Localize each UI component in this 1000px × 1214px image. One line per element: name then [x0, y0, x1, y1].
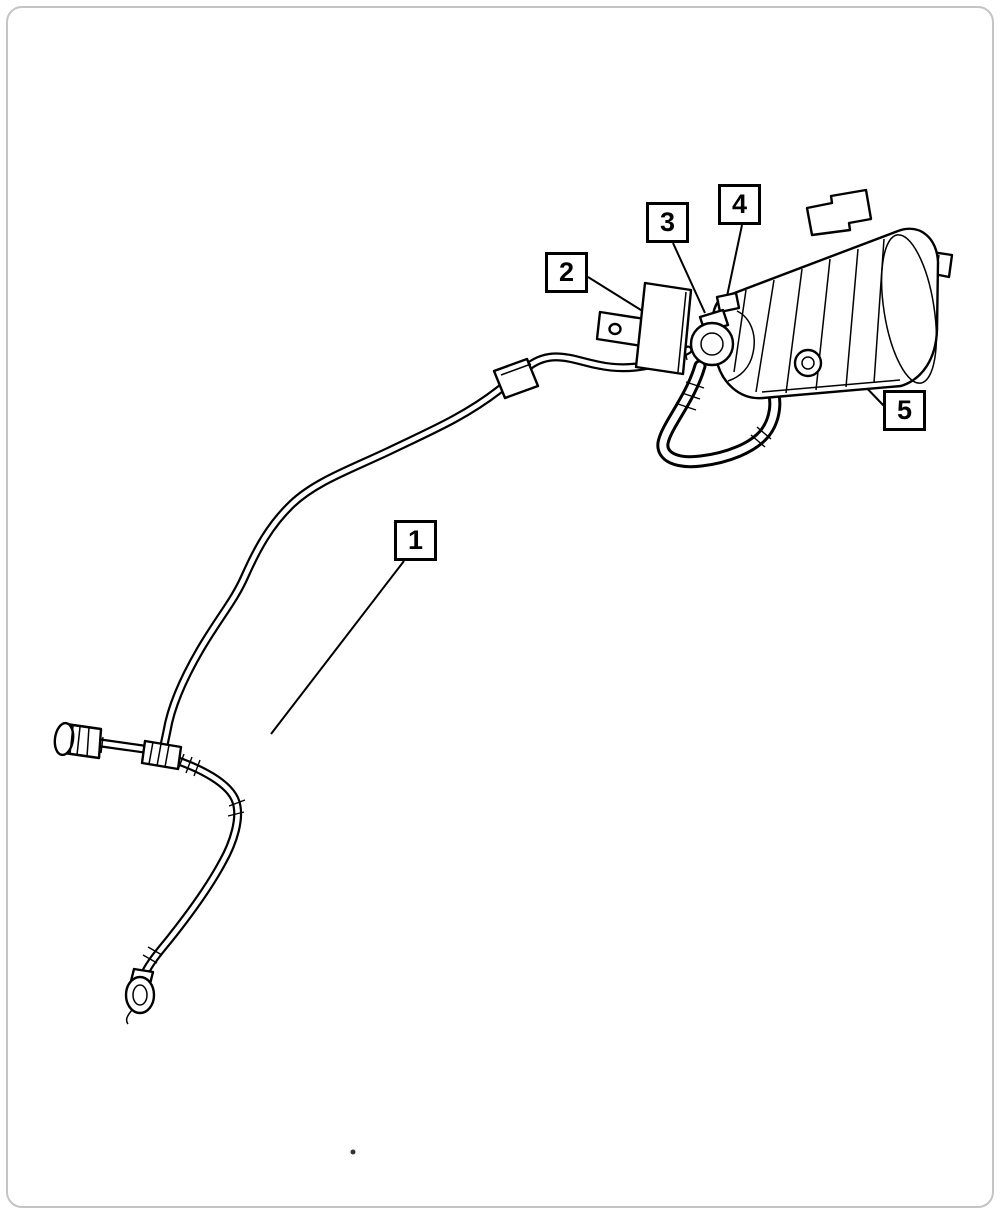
bottom-quick-connector [124, 967, 156, 1025]
leader-line-2 [587, 276, 650, 316]
stray-dot [350, 1149, 356, 1155]
canister-end-cap [880, 234, 938, 384]
callout-2-label: 2 [558, 257, 575, 287]
callout-4: 4 [718, 184, 761, 225]
left-quick-connector [53, 721, 103, 760]
purge-valve [689, 291, 741, 367]
clip-body [492, 357, 540, 400]
vapor-purge-line [89, 341, 693, 978]
callout-1: 1 [394, 520, 437, 561]
bracket-plate [634, 281, 693, 376]
callout-3-label: 3 [659, 207, 676, 237]
callout-5-label: 5 [896, 395, 913, 425]
line-clip [492, 357, 540, 400]
callout-1-label: 1 [407, 525, 424, 555]
callout-5: 5 [883, 390, 926, 431]
leader-line-4 [725, 224, 743, 302]
leader-line-1 [270, 560, 405, 735]
canister-drain-port [793, 348, 823, 378]
valve-body [689, 321, 735, 367]
vapor-canister [711, 188, 954, 400]
canister-top-bracket [805, 188, 873, 237]
hose-hatch-marks [677, 381, 772, 448]
left-connector-cap [53, 721, 75, 757]
valve-sensor [715, 291, 741, 314]
callout-4-label: 4 [731, 189, 748, 219]
bracket-hole [608, 322, 622, 336]
callout-2: 2 [545, 252, 588, 293]
bottom-connector-body [124, 975, 156, 1015]
mounting-bracket [595, 281, 693, 376]
leader-line-3 [672, 242, 706, 314]
callout-3: 3 [646, 202, 689, 243]
tee-fitting [140, 739, 183, 771]
bottom-connector-tail [125, 1009, 133, 1025]
tube-hatch-marks [92, 341, 688, 964]
